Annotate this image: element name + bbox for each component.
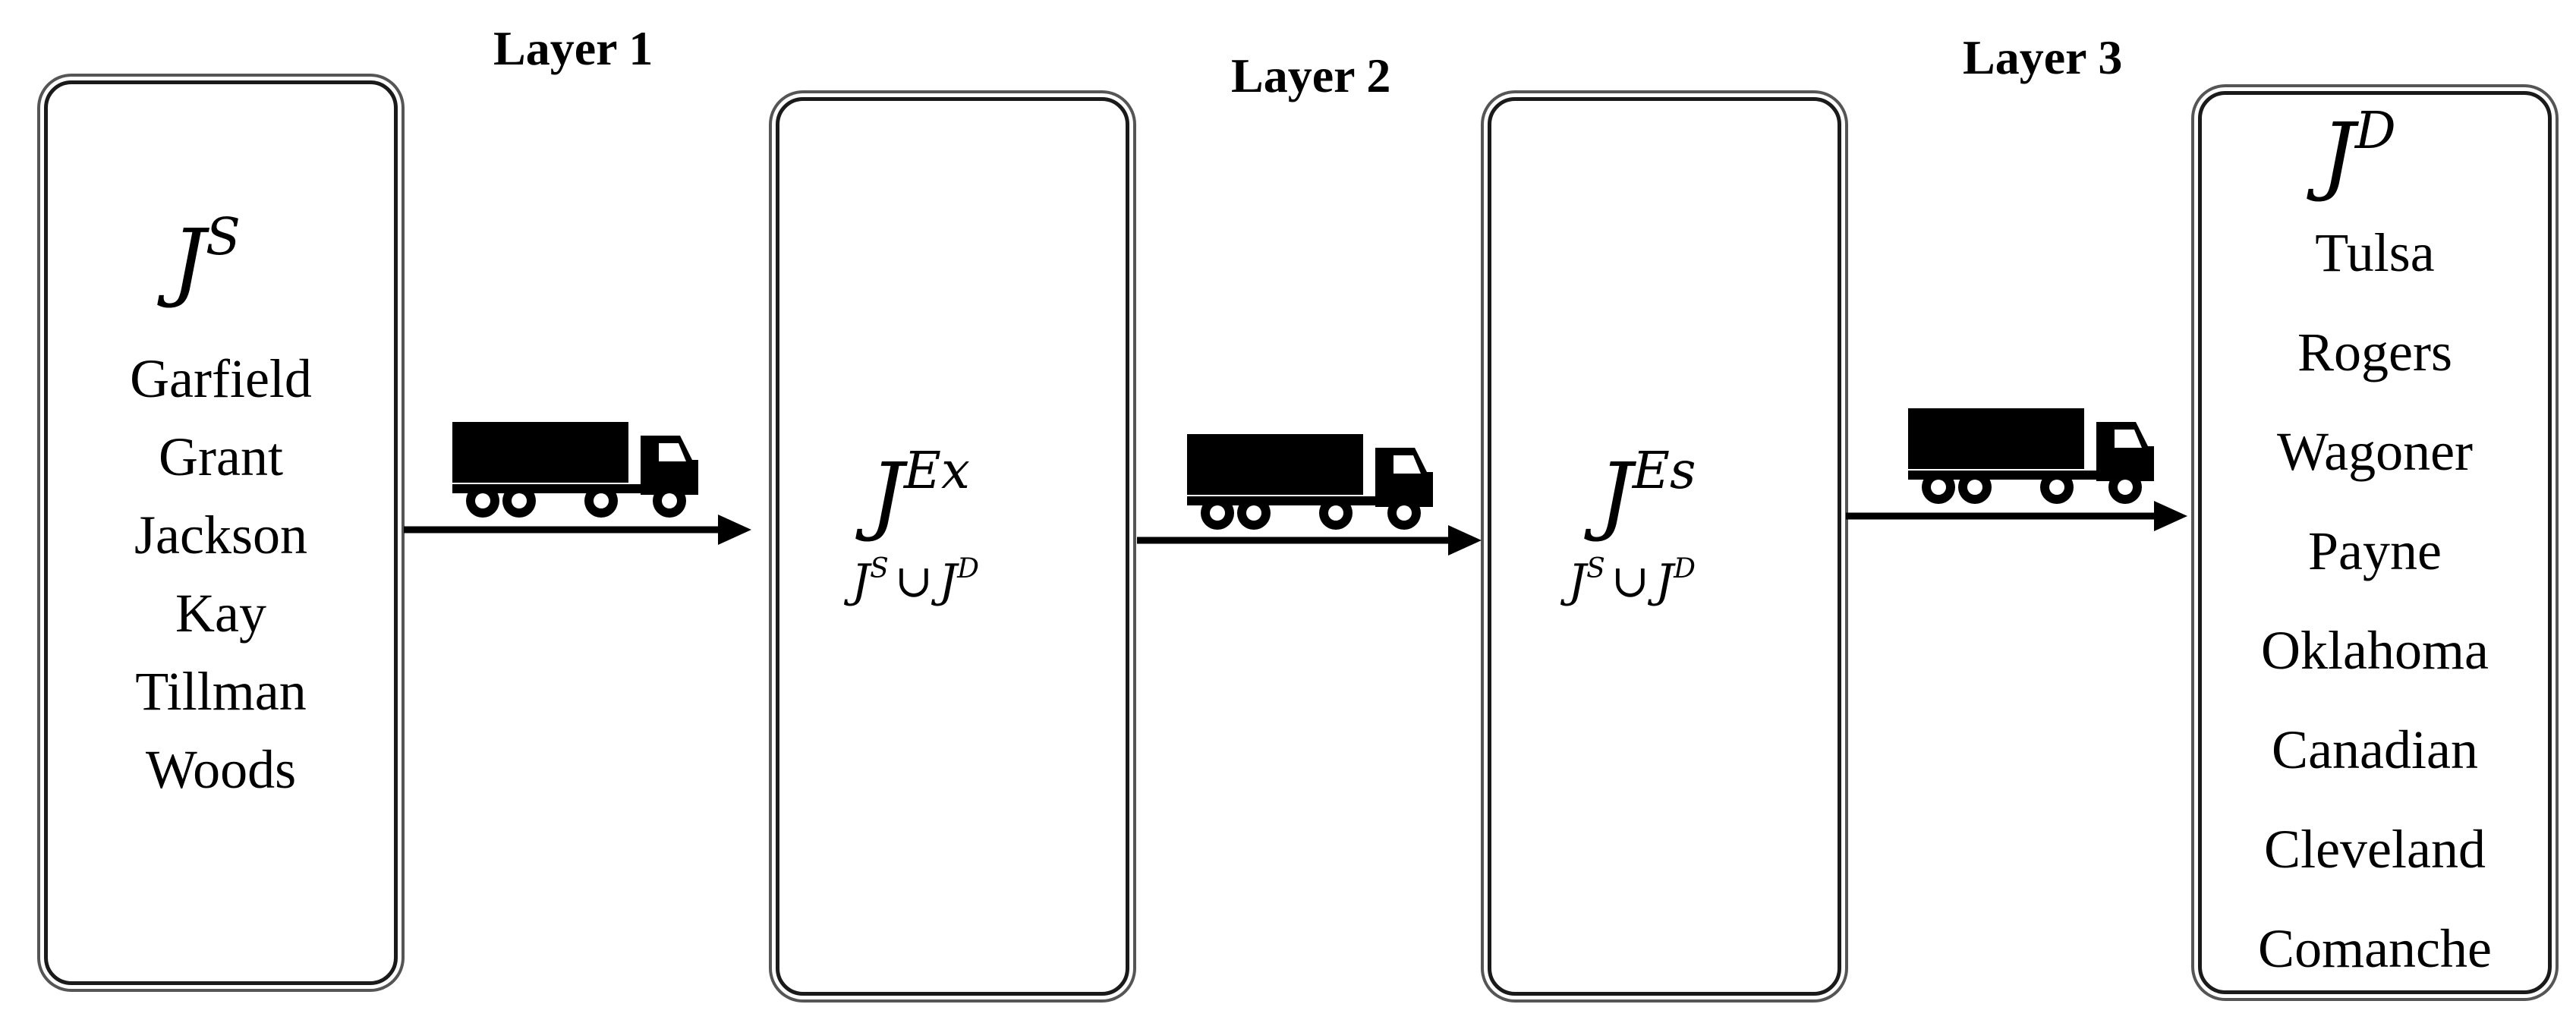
list-item: Tillman [135, 661, 307, 722]
truck-icon [1908, 408, 2154, 504]
extraction-set-expression: JS∪JD [852, 552, 979, 608]
storage-set-symbol: JEs [1598, 440, 1696, 544]
extraction-set-symbol: JEx [870, 440, 970, 544]
arrowhead [2154, 501, 2187, 531]
list-item: Comanche [2258, 918, 2492, 979]
demand-city-list: Tulsa Rogers Wagoner Payne Oklahoma Cana… [2207, 203, 2543, 999]
list-item: Garfield [130, 348, 312, 409]
list-item: Woods [145, 739, 297, 800]
layer-1-label: Layer 1 [493, 21, 653, 75]
list-item: Payne [2308, 521, 2442, 581]
list-item: Jackson [134, 505, 307, 565]
list-item: Tulsa [2315, 222, 2435, 283]
demand-node-box [2198, 91, 2552, 994]
extraction-node-box [776, 97, 1129, 996]
truck-icon [452, 422, 698, 518]
storage-set-expression: JS∪JD [1568, 552, 1696, 608]
supply-set-symbol: JS [172, 206, 241, 310]
list-item: Canadian [2272, 719, 2478, 780]
truck-icon [1187, 434, 1433, 530]
demand-set-symbol: JD [2321, 100, 2396, 204]
arrowhead [1448, 525, 1482, 556]
supply-city-list: Garfield Grant Jackson Kay Tillman Woods [53, 340, 389, 809]
layer-2-label: Layer 2 [1231, 49, 1391, 102]
supply-node-box [44, 80, 398, 985]
list-item: Wagoner [2276, 421, 2474, 482]
arrowhead [718, 515, 751, 545]
list-item: Oklahoma [2261, 620, 2489, 681]
list-item: Kay [175, 583, 266, 644]
list-item: Grant [159, 427, 283, 487]
storage-node-box [1488, 97, 1841, 996]
layer-3-label: Layer 3 [1963, 30, 2123, 84]
list-item: Cleveland [2264, 819, 2486, 880]
list-item: Rogers [2297, 322, 2452, 382]
